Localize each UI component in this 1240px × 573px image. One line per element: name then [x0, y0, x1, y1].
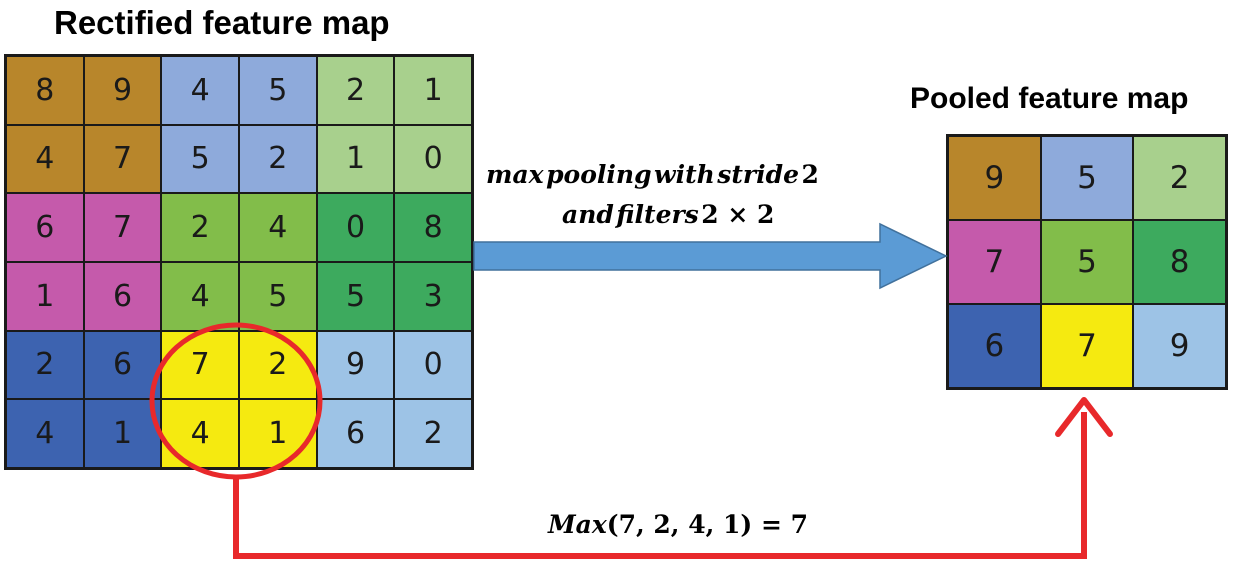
pooled-cell: 7 [948, 220, 1041, 304]
pooled-cell: 9 [948, 136, 1041, 220]
rectified-cell: 7 [161, 330, 239, 400]
rectified-cell: 2 [161, 193, 239, 262]
rectified-cell: 1 [83, 399, 162, 468]
rectified-cell: 7 [83, 124, 162, 194]
rectified-cell: 7 [83, 193, 162, 262]
pooled-cell: 6 [948, 304, 1041, 388]
rectified-cell: 0 [394, 124, 472, 194]
rectified-cell: 9 [83, 56, 162, 125]
rectified-cell: 5 [238, 261, 317, 331]
rectified-cell: 4 [161, 399, 239, 468]
rectified-cell: 6 [83, 261, 162, 331]
red-connector-arrow [233, 412, 1087, 559]
rectified-cell: 9 [316, 330, 395, 400]
rectified-cell: 1 [316, 124, 395, 194]
rectified-cell: 5 [238, 56, 317, 125]
rectified-cell: 4 [238, 193, 317, 262]
rectified-cell: 4 [161, 56, 239, 125]
pooled-cell: 8 [1133, 220, 1226, 304]
rectified-cell: 2 [316, 56, 395, 125]
rectified-cell: 0 [394, 330, 472, 400]
rectified-cell: 1 [394, 56, 472, 125]
rectified-cell: 3 [394, 261, 472, 331]
rectified-cell: 6 [6, 193, 84, 262]
stride-label-line2: and filters 2 × 2 [562, 200, 775, 229]
rectified-cell: 2 [238, 330, 317, 400]
rectified-cell: 2 [394, 399, 472, 468]
rectified-cell: 6 [83, 330, 162, 400]
pooled-map-title: Pooled feature map [910, 82, 1189, 115]
pooled-cell: 2 [1133, 136, 1226, 220]
rectified-cell: 1 [6, 261, 84, 331]
rectified-cell: 8 [394, 193, 472, 262]
max-formula: Max(7, 2, 4, 1) = 7 [548, 510, 808, 539]
red-arrowhead [1055, 397, 1113, 437]
rectified-cell: 4 [6, 399, 84, 468]
red-highlight-ellipse [149, 322, 323, 480]
rectified-cell: 1 [238, 399, 317, 468]
pooled-cell: 5 [1040, 220, 1134, 304]
rectified-cell: 5 [316, 261, 395, 331]
rectified-cell: 4 [161, 261, 239, 331]
rectified-cell: 0 [316, 193, 395, 262]
rectified-cell: 6 [316, 399, 395, 468]
rectified-cell: 8 [6, 56, 84, 125]
rectified-cell: 5 [161, 124, 239, 194]
blue-arrow [473, 222, 948, 290]
pooled-cell: 7 [1040, 304, 1134, 388]
rectified-cell: 2 [238, 124, 317, 194]
rectified-map-title: Rectified feature map [54, 4, 390, 41]
rectified-cell: 2 [6, 330, 84, 400]
pooled-cell: 5 [1040, 136, 1134, 220]
rectified-cell: 4 [6, 124, 84, 194]
pooled-cell: 9 [1133, 304, 1226, 388]
stride-label-line1: max pooling with stride 2 [486, 160, 819, 189]
